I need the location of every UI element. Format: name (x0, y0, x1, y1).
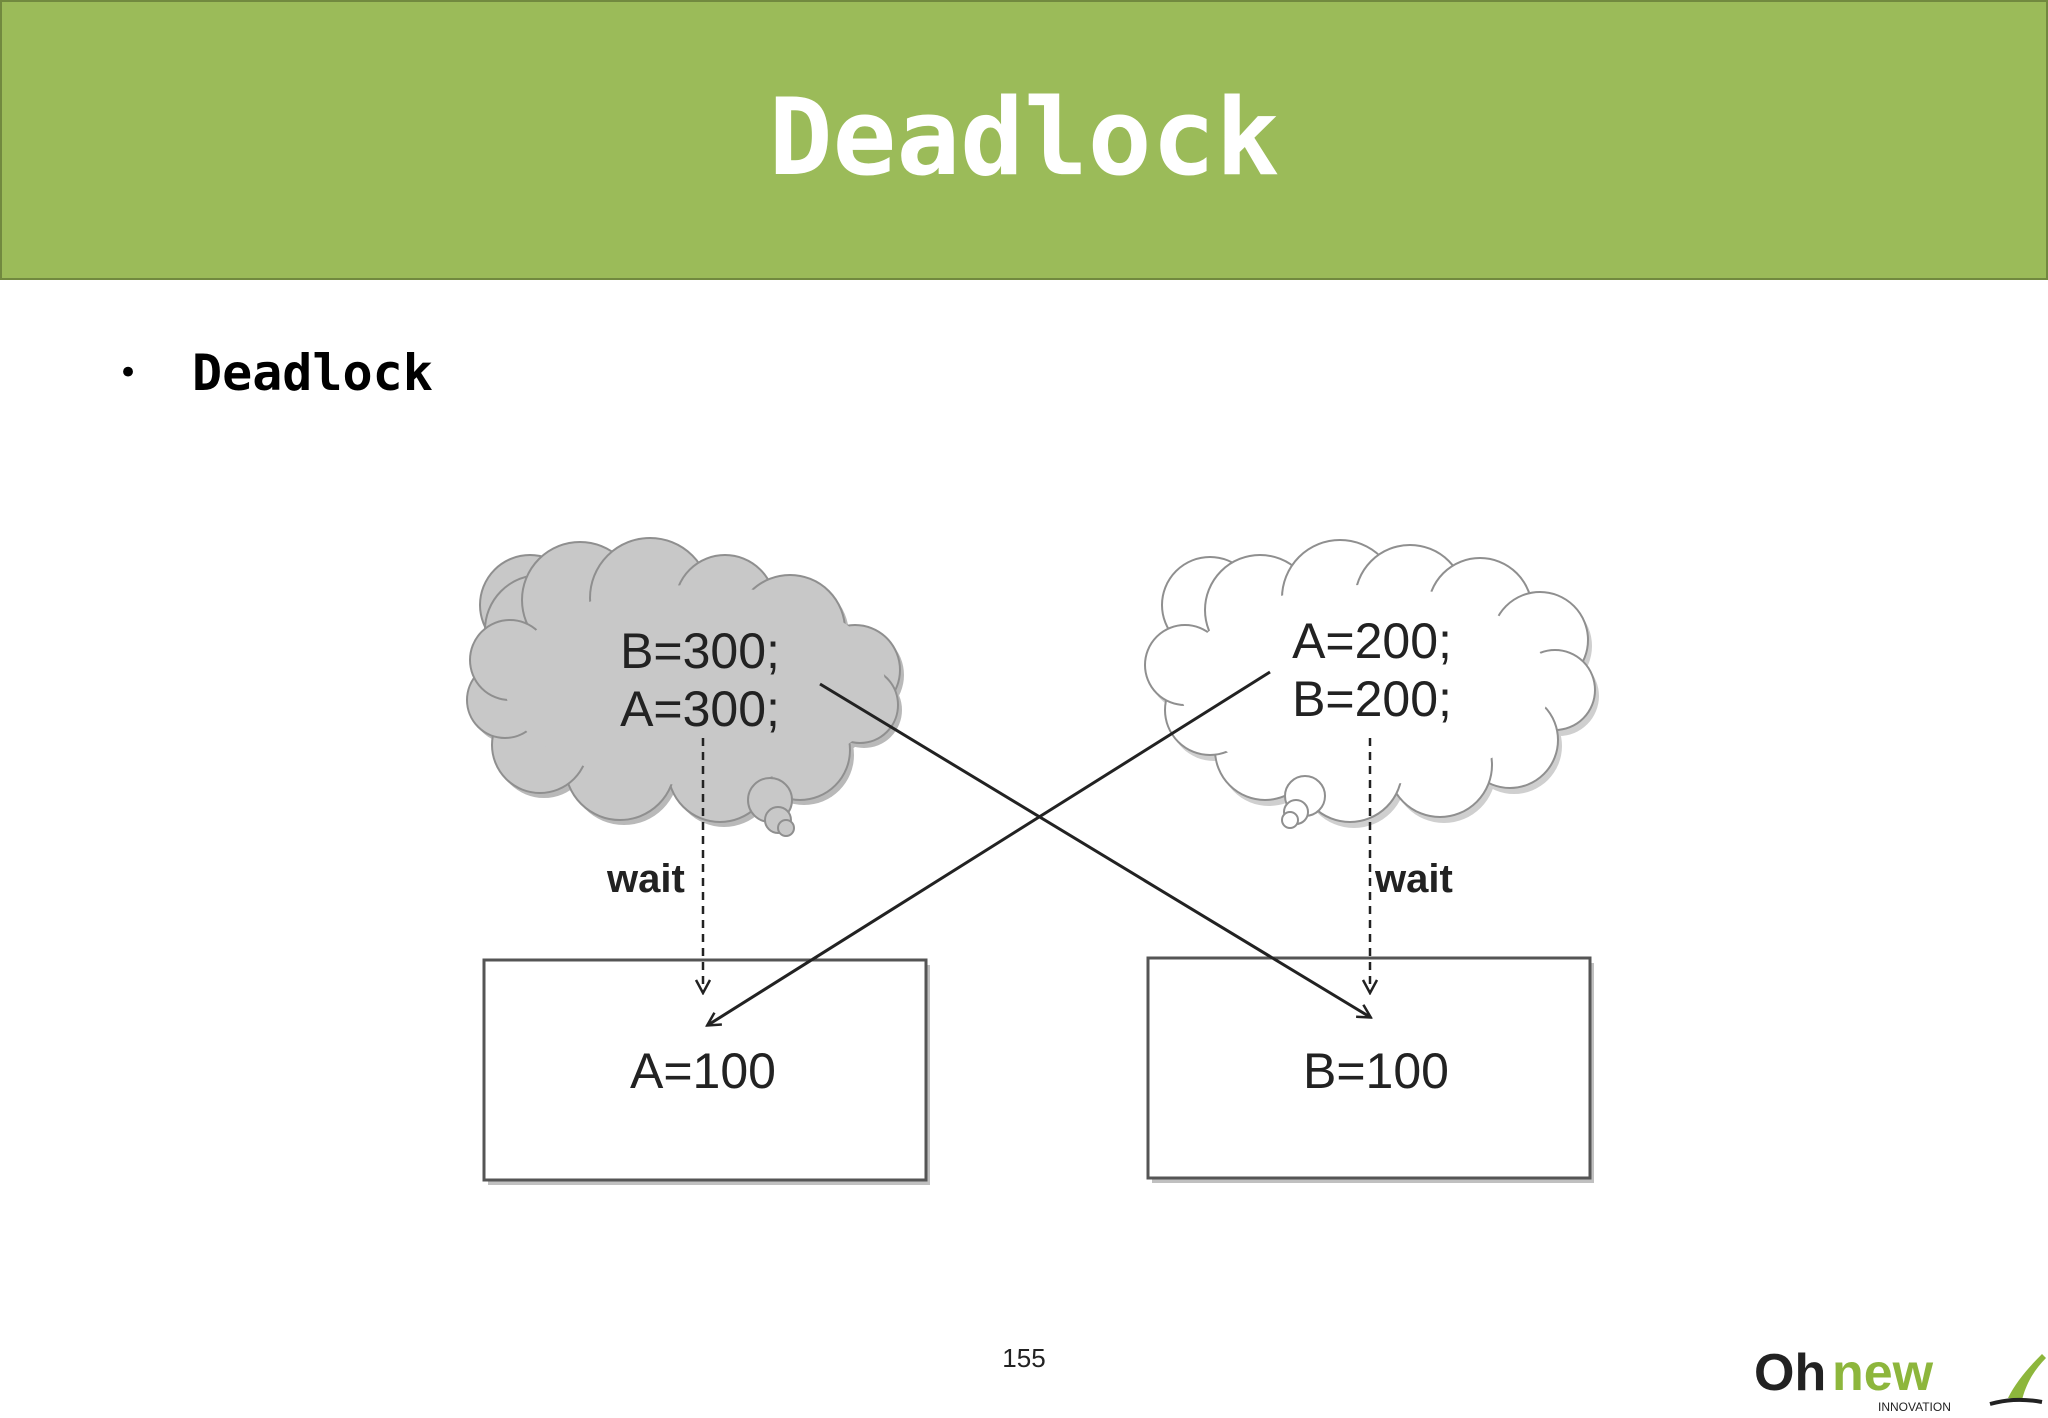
bullet-item: • Deadlock (118, 344, 433, 402)
thread-left-line2: A=300; (620, 681, 780, 737)
thread-right-line2: B=200; (1292, 671, 1452, 727)
request-arrow-right-to-a (708, 670, 1271, 1025)
request-arrow-left-to-b (819, 682, 1370, 1017)
title-bar: Deadlock (0, 0, 2048, 280)
page-number: 155 (1002, 1343, 1046, 1373)
thread-left-line1: B=300; (620, 623, 780, 679)
logo-oh: Oh (1754, 1344, 1826, 1402)
bullet-dot: • (118, 353, 139, 393)
resource-b-label: B=100 (1303, 1043, 1449, 1099)
logo-new: new (1832, 1344, 1934, 1402)
slide-title: Deadlock (768, 75, 1280, 199)
bullet-text: Deadlock (192, 344, 433, 402)
logo-swoosh-icon (2008, 1354, 2046, 1400)
wait-label-left: wait (606, 857, 685, 901)
thread-left-cloud (466, 537, 904, 837)
thread-right-cloud (1144, 539, 1599, 829)
wait-label-right: wait (1374, 857, 1453, 901)
thread-right-line1: A=200; (1292, 613, 1452, 669)
resource-a-label: A=100 (630, 1043, 776, 1099)
ohnew-logo: Oh new INNOVATION (1754, 1344, 2046, 1414)
resource-a-box (482, 958, 930, 1185)
logo-tagline: INNOVATION (1878, 1400, 1951, 1414)
